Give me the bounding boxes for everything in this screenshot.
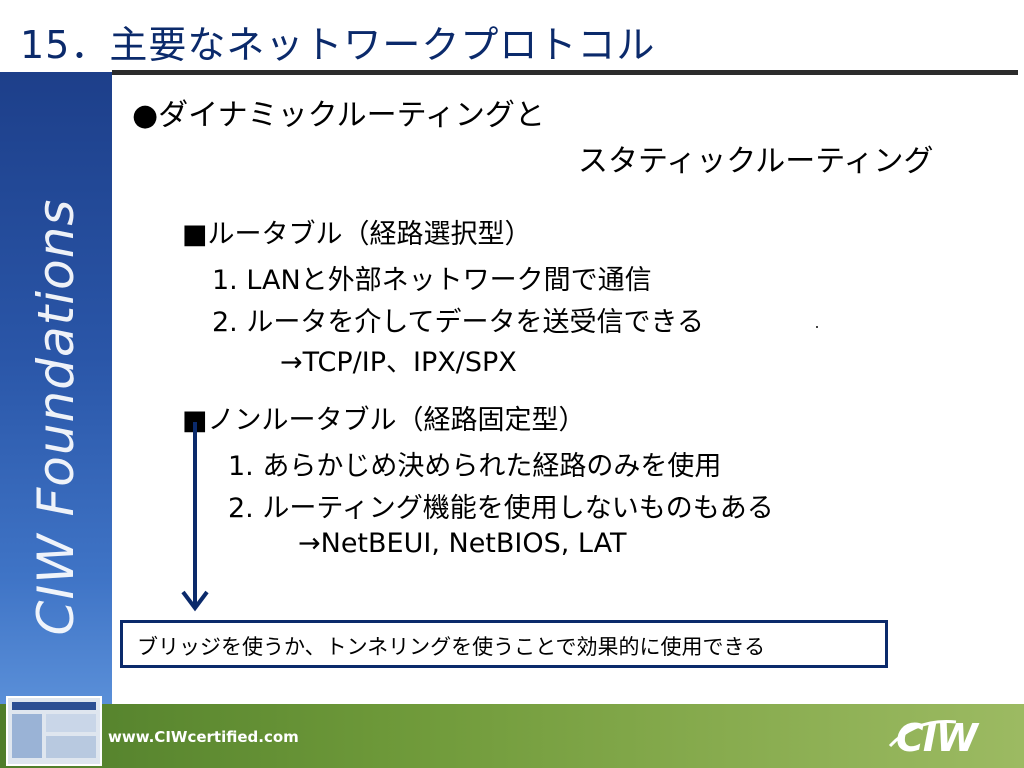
slide-title: 15．主要なネットワークプロトコル [20, 23, 656, 67]
heading-line-2: スタティックルーティング [578, 144, 934, 179]
section-nonroutable-item-1: 1. あらかじめ決められた経路のみを使用 [228, 451, 722, 482]
footer-banner [0, 704, 1024, 768]
note-box: ブリッジを使うか、トンネリングを使うことで効果的に使用できる [120, 620, 888, 668]
stray-dot [816, 326, 818, 328]
section-routable-heading: ■ルータブル（経路選択型） [182, 219, 532, 250]
section-routable-protocols: →TCP/IP、IPX/SPX [280, 347, 517, 378]
section-nonroutable-heading: ■ノンルータブル（経路固定型） [182, 405, 586, 436]
down-arrow-icon [180, 422, 210, 614]
ciw-logo-text: CIW [896, 716, 978, 760]
section-routable-item-1: 1. LANと外部ネットワーク間で通信 [212, 265, 652, 296]
footer-url: www.CIWcertified.com [108, 728, 299, 746]
note-text: ブリッジを使うか、トンネリングを使うことで効果的に使用できる [137, 635, 766, 659]
title-rule [112, 70, 1018, 75]
sidebar-brand-text: CIW Foundations [27, 198, 85, 636]
laptop-screenshot-image [6, 696, 102, 766]
section-routable-item-2: 2. ルータを介してデータを送受信できる [212, 307, 704, 338]
sidebar: CIW Foundations [0, 72, 112, 704]
section-nonroutable-protocols: →NetBEUI, NetBIOS, LAT [298, 528, 627, 559]
ciw-logo [886, 716, 1004, 762]
section-nonroutable-item-2: 2. ルーティング機能を使用しないものもある [228, 493, 774, 524]
heading-line-1: ●ダイナミックルーティングと [132, 98, 545, 133]
